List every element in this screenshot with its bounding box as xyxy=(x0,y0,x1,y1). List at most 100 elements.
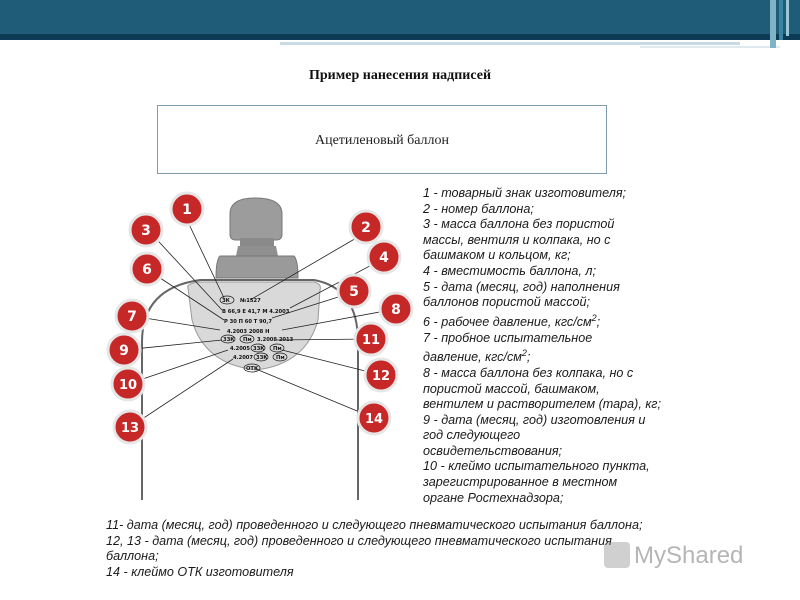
legend-line: 4 - вместимость баллона, л; xyxy=(423,263,597,278)
header-right-bar xyxy=(779,0,783,40)
legend-text: давление, кгс/см xyxy=(423,350,522,365)
superscript: 2 xyxy=(591,312,597,323)
stamp-oval xyxy=(250,343,266,353)
svg-text:8: 8 xyxy=(391,302,401,318)
svg-text:1: 1 xyxy=(182,202,192,218)
svg-text:12: 12 xyxy=(372,369,390,384)
stamp-text: Пм xyxy=(273,346,282,352)
legend-line: 2 - номер баллона; xyxy=(423,201,534,216)
subtitle-box: Ацетиленовый баллон xyxy=(157,105,607,174)
legend-line: баллонов пористой массой; xyxy=(423,295,590,310)
svg-text:7: 7 xyxy=(127,309,137,325)
leader-line xyxy=(281,308,397,331)
svg-text:11: 11 xyxy=(362,333,380,348)
marker-2: 2 xyxy=(348,209,384,245)
marker-10: 10 xyxy=(110,366,146,402)
marker-13: 13 xyxy=(112,409,148,445)
bottom-legend-line: баллона; xyxy=(106,549,159,564)
leader-line xyxy=(186,219,225,299)
legend-tail: ; xyxy=(526,350,531,365)
bottom-legend: 11- дата (месяц, год) проведенного и сле… xyxy=(106,518,716,580)
slide-title: Пример нанесения надписей xyxy=(308,68,492,83)
cylinder-cap-collar xyxy=(240,238,274,246)
bottom-legend-line: 11- дата (месяц, год) проведенного и сле… xyxy=(106,518,643,532)
stamp-text: №1527 xyxy=(239,298,261,304)
cylinder-diagram: ЗК №1527 В 66,9 Е 41,7 М 4.2003 Р 30 П 6… xyxy=(106,191,414,500)
stamp-oval xyxy=(253,352,269,362)
stamp-oval xyxy=(243,363,261,373)
header-stripe xyxy=(0,34,800,40)
leader-line xyxy=(127,349,229,385)
header-right-bar xyxy=(770,0,776,48)
watermark: MyShared xyxy=(600,536,770,576)
leader-line xyxy=(289,257,386,309)
marker-6: 6 xyxy=(129,251,165,287)
legend-line: давление, кгс/см2; xyxy=(423,346,698,366)
stamp-oval xyxy=(269,343,285,353)
marker-5: 5 xyxy=(336,273,372,309)
svg-text:13: 13 xyxy=(121,421,139,436)
stamp-area xyxy=(187,281,321,371)
leader-line xyxy=(255,368,375,419)
leader-line xyxy=(147,229,223,311)
stamp-text: 4.2003 2008 Н xyxy=(227,329,269,335)
stamp-text: 3ЗК xyxy=(256,355,268,361)
superscript: 2 xyxy=(521,348,527,359)
stamp-text: ОТК xyxy=(246,366,259,372)
marker-12: 12 xyxy=(363,357,399,393)
legend-line: органе Ростехнадзора; xyxy=(423,490,564,505)
cylinder-cap xyxy=(229,197,283,241)
header-right-bar xyxy=(786,0,789,36)
stamp-brand-oval xyxy=(219,295,235,305)
legend-line: 7 - пробное испытательное xyxy=(423,330,593,345)
legend-line: вентилем и растворителем (тара), кг; xyxy=(423,397,662,412)
marker-8: 8 xyxy=(378,291,414,327)
svg-text:2: 2 xyxy=(361,220,371,236)
subtitle: Ацетиленовый баллон xyxy=(314,133,450,148)
marker-4: 4 xyxy=(366,239,402,275)
leader-line xyxy=(129,358,234,428)
svg-text:6: 6 xyxy=(142,262,152,278)
svg-text:4: 4 xyxy=(379,250,389,266)
legend-line: 10 - клеймо испытательного пункта, xyxy=(423,459,650,474)
header-accent-line-2 xyxy=(640,46,780,48)
stamp-text: Пм xyxy=(243,337,252,343)
svg-text:9: 9 xyxy=(119,343,129,359)
svg-text:5: 5 xyxy=(349,284,359,300)
watermark-logo-icon xyxy=(604,542,630,568)
legend-line: 9 - дата (месяц, год) изготовления и xyxy=(423,412,646,427)
marker-9: 9 xyxy=(106,332,142,368)
legend-line: массы, вентиля и колпака, но с xyxy=(423,232,611,247)
svg-text:14: 14 xyxy=(365,412,383,427)
stamp-text: 3ЗК xyxy=(223,337,235,343)
legend-line: освидетельствования; xyxy=(423,443,563,458)
legend-line: 3 - масса баллона без пористой xyxy=(423,217,615,232)
header-bar xyxy=(0,0,800,40)
legend-tail: ; xyxy=(596,314,601,329)
legend-line: зарегистрированное в местном xyxy=(423,475,618,490)
stamp-oval xyxy=(239,334,255,344)
header-accent-line xyxy=(280,42,740,45)
legend: 1 - товарный знак изготовителя; 2 - номе… xyxy=(423,186,698,506)
legend-line: 6 - рабочее давление, кгс/см2; xyxy=(423,311,698,331)
legend-line: 1 - товарный знак изготовителя; xyxy=(423,186,627,200)
bottom-legend-line: 12, 13 - дата (месяц, год) проведенного … xyxy=(106,533,612,548)
svg-text:3: 3 xyxy=(141,223,151,239)
watermark-text: MyShared xyxy=(634,542,744,569)
stamp-text: 3ЗК xyxy=(253,346,265,352)
legend-line: 8 - масса баллона без колпака, но с xyxy=(423,365,634,380)
bottom-legend-line: 14 - клеймо ОТК изготовителя xyxy=(106,564,294,579)
stamp-text: Р 30 П 60 Т 90,7 xyxy=(224,319,272,325)
stamp-text: 4.2005 xyxy=(230,346,250,352)
stamp-oval xyxy=(272,352,288,362)
marker-7: 7 xyxy=(114,298,150,334)
legend-text: 6 - рабочее давление, кгс/см xyxy=(423,314,592,329)
svg-text:10: 10 xyxy=(119,378,137,393)
legend-line: 5 - дата (месяц, год) наполнения xyxy=(423,279,620,294)
stamp-text: 3.2008 2013 xyxy=(257,337,294,343)
cylinder-neck xyxy=(215,255,299,279)
stamp-oval xyxy=(220,334,236,344)
stamp-text: Пм xyxy=(276,355,285,361)
leader-line xyxy=(249,229,371,301)
stamp-text: В 66,9 Е 41,7 М 4.2003 xyxy=(222,309,290,315)
